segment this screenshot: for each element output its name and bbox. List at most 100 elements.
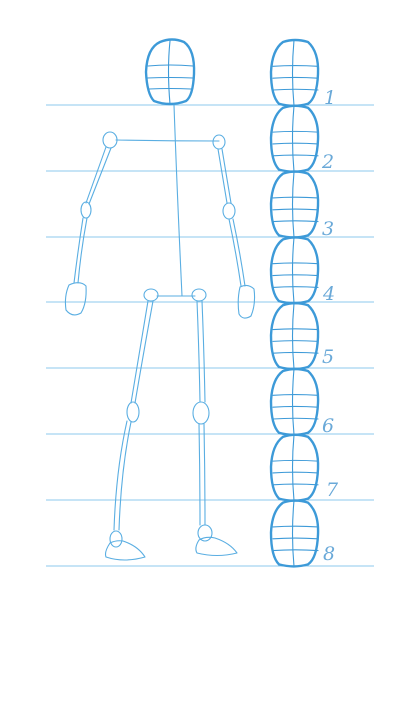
figure-right-arm	[212, 134, 256, 319]
head-measure-column	[269, 38, 320, 568]
head-outline	[144, 38, 196, 106]
measure-label-6: 6	[322, 415, 334, 437]
measure-head-guide-3	[272, 351, 319, 354]
measure-head-7	[269, 433, 320, 502]
measure-head-guide-2	[272, 76, 319, 79]
measure-head-guide-3	[272, 417, 319, 420]
left-knee-joint	[126, 401, 140, 423]
left-ankle-joint	[109, 530, 123, 548]
measure-head-outline	[269, 104, 320, 173]
measure-head-midline	[291, 105, 295, 173]
measure-head-outline	[269, 170, 320, 239]
spine-line	[173, 104, 183, 297]
measure-head-3	[269, 170, 320, 239]
right-foot	[195, 536, 238, 557]
guide-lines	[46, 104, 374, 567]
measure-head-guide-3	[272, 286, 319, 288]
left-foot	[104, 540, 146, 561]
measure-head-midline	[291, 434, 295, 502]
measure-head-midline	[291, 171, 295, 238]
figure-head	[144, 38, 196, 106]
head-eye-line	[146, 76, 194, 79]
measure-head-guide-3	[272, 549, 319, 552]
left-forearm	[73, 217, 84, 284]
measure-head-1	[269, 38, 320, 107]
right-forearm-inner	[232, 218, 246, 287]
measure-head-guide-2	[272, 142, 319, 145]
measure-head-5	[269, 302, 320, 371]
right-thigh-inner	[201, 300, 206, 403]
measure-head-outline	[269, 302, 320, 371]
figure-right-leg	[192, 300, 238, 557]
head-nose-line	[148, 87, 192, 90]
measure-head-guide-1	[272, 328, 319, 331]
measure-head-guide-2	[272, 405, 319, 408]
right-hip-joint	[191, 288, 207, 302]
measure-head-guide-2	[272, 274, 319, 277]
measure-head-guide-1	[272, 65, 319, 67]
left-hip-joint	[143, 288, 159, 302]
measure-head-guide-1	[272, 525, 319, 528]
measure-head-guide-1	[272, 394, 319, 396]
measure-head-guide-3	[272, 483, 319, 486]
left-upper-arm-inner	[88, 147, 112, 205]
right-shin-inner	[203, 423, 206, 526]
measure-head-guide-1	[272, 262, 319, 265]
measure-head-8	[269, 499, 320, 568]
measure-head-guide-1	[272, 130, 319, 133]
measure-head-guide-1	[272, 459, 319, 462]
measure-head-midline	[291, 368, 295, 436]
measure-head-outline	[269, 499, 320, 568]
figure-left-arm	[64, 131, 118, 316]
shoulder-line	[115, 139, 220, 142]
left-shoulder-joint	[102, 131, 118, 149]
measure-head-2	[269, 104, 320, 173]
measure-head-guide-2	[272, 340, 319, 342]
stick-figure	[64, 38, 256, 561]
measure-head-guide-2	[272, 537, 319, 540]
right-thigh	[196, 300, 201, 403]
measure-head-midline	[291, 302, 295, 370]
right-elbow-joint	[222, 202, 236, 220]
right-forearm	[228, 218, 242, 287]
measure-head-guide-3	[272, 220, 319, 223]
measure-head-guide-2	[272, 471, 319, 474]
measure-head-guide-3	[272, 88, 319, 91]
left-forearm-inner	[77, 217, 88, 284]
left-thigh	[130, 300, 149, 404]
right-knee-joint	[192, 401, 210, 425]
measure-label-4: 4	[322, 283, 335, 305]
left-upper-arm	[85, 146, 107, 204]
right-upper-arm	[217, 148, 228, 204]
measure-label-1: 1	[324, 87, 336, 109]
measure-head-outline	[269, 433, 320, 502]
measure-head-outline	[269, 367, 320, 436]
right-upper-arm-inner	[221, 148, 232, 204]
measure-head-guide-2	[272, 208, 319, 211]
left-shin-inner	[118, 421, 132, 531]
measure-label-3: 3	[322, 218, 334, 240]
right-ankle-joint	[197, 524, 213, 542]
measure-head-midline	[291, 39, 295, 107]
right-shoulder-joint	[212, 134, 226, 150]
measure-head-midline	[291, 500, 295, 567]
head-midline	[167, 40, 171, 105]
measure-label-8: 8	[323, 543, 335, 565]
measure-head-6	[269, 367, 320, 436]
measure-label-2: 2	[321, 151, 334, 173]
head-brow-line	[147, 64, 194, 67]
measure-head-outline	[269, 38, 320, 107]
measure-head-4	[269, 236, 320, 305]
left-elbow-joint	[80, 201, 92, 219]
left-hand	[64, 282, 87, 316]
measure-head-midline	[291, 236, 295, 304]
left-thigh-inner	[134, 300, 154, 404]
measure-head-guide-3	[272, 154, 319, 157]
left-shin	[113, 420, 128, 531]
measure-head-outline	[269, 236, 320, 305]
measure-head-guide-1	[272, 196, 319, 199]
measure-label-7: 7	[326, 479, 339, 501]
right-shin	[198, 423, 201, 526]
